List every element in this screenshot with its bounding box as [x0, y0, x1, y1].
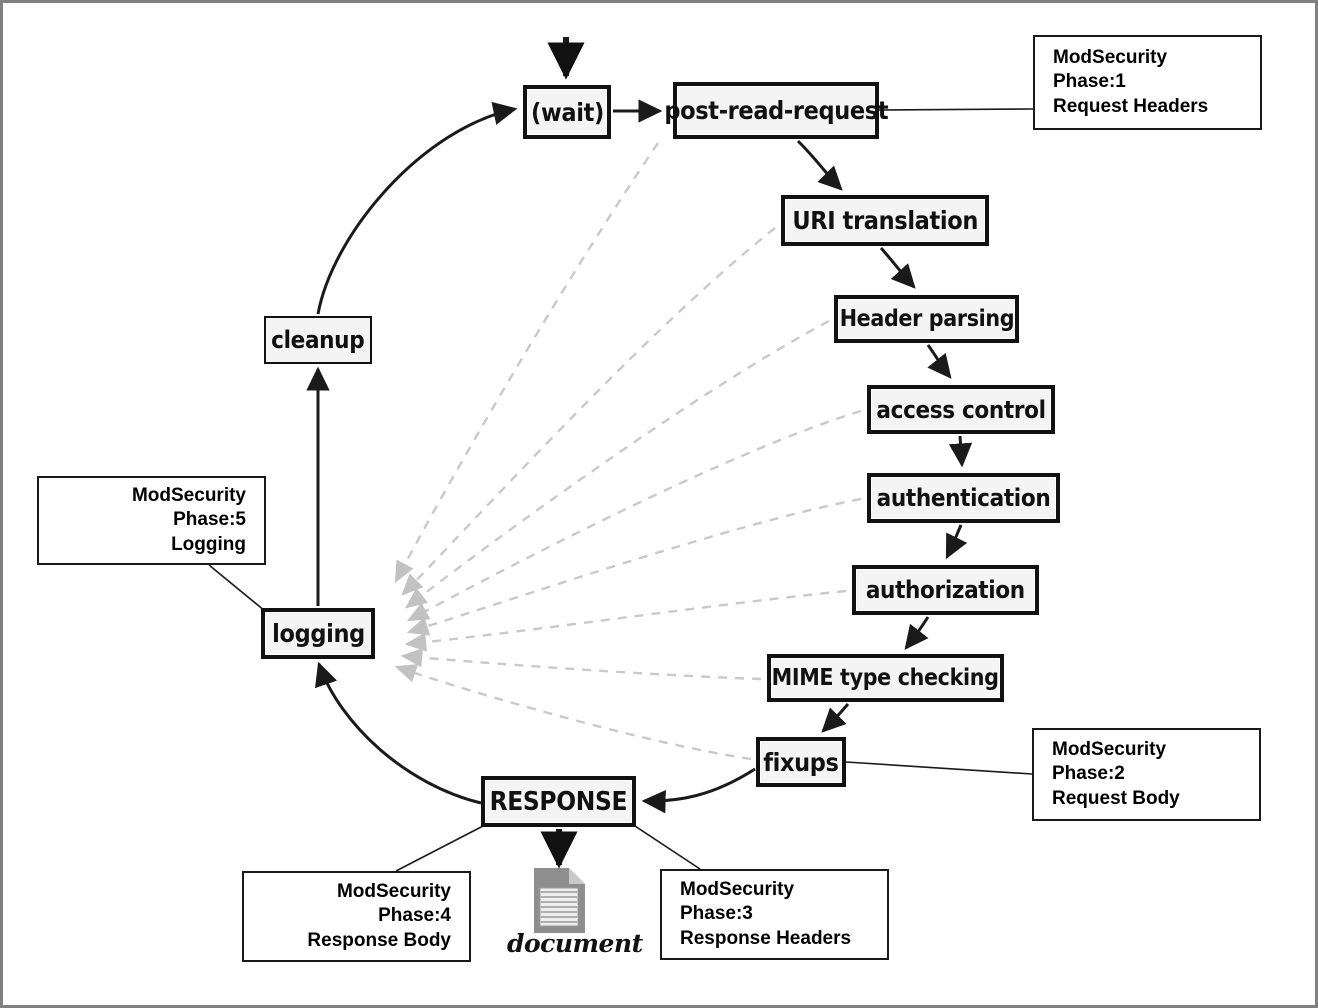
node-access-control-label: access control	[876, 395, 1046, 424]
edge-access-authn	[948, 435, 973, 468]
node-header-parsing-label: Header parsing	[839, 306, 1014, 332]
edge-authz-mime	[904, 616, 930, 650]
node-response[interactable]: RESPONSE	[481, 776, 636, 827]
node-wait-label: (wait)	[530, 97, 604, 127]
dashed-edge-access-logging	[406, 409, 862, 622]
node-uri-translation[interactable]: URI translation	[781, 195, 989, 246]
annotation-phase-1-line2: Request Headers	[1053, 95, 1209, 117]
node-authorization[interactable]: authorization	[852, 565, 1039, 615]
node-authentication[interactable]: authentication	[867, 473, 1060, 523]
leader-phase2-fixups	[845, 761, 1033, 775]
annotation-phase-2-line1: ModSecurity Phase:2	[1052, 739, 1167, 785]
edge-postread-uri	[796, 139, 843, 191]
node-cleanup[interactable]: cleanup	[264, 316, 372, 364]
node-authorization-label: authorization	[866, 576, 1025, 604]
leader-phase1-postread	[878, 108, 1034, 111]
edge-fixups-response	[641, 767, 756, 814]
annotation-phase-2: ModSecurity Phase:2 Request Body	[1032, 728, 1261, 821]
node-logging[interactable]: logging	[261, 608, 375, 659]
node-post-read-request[interactable]: post-read-request	[664, 82, 888, 139]
annotation-phase-5-line2: Logging	[171, 533, 246, 555]
dashed-edge-postread-logging	[394, 142, 659, 584]
node-mime-type-checking[interactable]: MIME type checking	[767, 654, 1004, 702]
annotation-phase-1-line1: ModSecurity Phase:1	[1053, 47, 1168, 93]
node-post-read-request-label: post-read-request	[664, 96, 888, 125]
annotation-phase-2-line2: Request Body	[1052, 787, 1180, 809]
node-mime-type-checking-label: MIME type checking	[772, 665, 999, 691]
dashed-edge-mime-logging	[400, 648, 762, 681]
edge-cleanup-wait	[316, 101, 518, 315]
node-access-control[interactable]: access control	[867, 385, 1055, 434]
dashed-edge-authn-logging	[406, 497, 862, 636]
node-response-label: RESPONSE	[489, 786, 628, 817]
leader-phase3-response	[634, 825, 701, 870]
edge-mime-fixups	[821, 703, 850, 733]
node-fixups-label: fixups	[763, 747, 839, 777]
solid-flow-edges	[306, 37, 973, 869]
edge-response-logging	[314, 661, 482, 805]
node-logging-label: logging	[271, 619, 365, 648]
annotation-phase-4: ModSecurity Phase:4 Response Body	[242, 871, 471, 962]
annotation-phase-4-line2: Response Body	[307, 929, 451, 951]
dashed-edge-headerparse-logging	[405, 319, 830, 609]
node-wait[interactable]: (wait)	[523, 85, 611, 139]
annotation-phase-4-line1: ModSecurity Phase:4	[336, 881, 451, 927]
dashed-edge-uri-logging	[401, 227, 776, 596]
node-fixups[interactable]: fixups	[756, 737, 846, 787]
dashed-edge-fixups-logging	[394, 664, 752, 761]
document-label: document	[507, 929, 643, 958]
annotation-phase-1: ModSecurity Phase:1 Request Headers	[1033, 35, 1262, 130]
leader-phase5-logging	[208, 564, 266, 612]
dashed-edge-authz-logging	[404, 589, 847, 652]
document-icon	[534, 868, 585, 933]
node-header-parsing[interactable]: Header parsing	[834, 295, 1019, 343]
annotation-phase-3-line2: Response Headers	[680, 927, 852, 949]
annotation-phase-3-line1: ModSecurity Phase:3	[680, 879, 795, 925]
edge-headerparse-access	[926, 344, 952, 379]
annotation-phase-5-line1: ModSecurity Phase:5	[131, 485, 246, 531]
node-cleanup-label: cleanup	[271, 326, 365, 354]
edge-authn-authz	[945, 524, 968, 560]
annotation-phase-3: ModSecurity Phase:3 Response Headers	[660, 869, 889, 960]
node-uri-translation-label: URI translation	[792, 206, 978, 235]
annotation-phase-5: ModSecurity Phase:5 Logging	[37, 476, 266, 565]
edge-uri-headerparse	[879, 247, 916, 289]
node-authentication-label: authentication	[876, 484, 1051, 512]
leader-phase4-response	[395, 825, 484, 872]
